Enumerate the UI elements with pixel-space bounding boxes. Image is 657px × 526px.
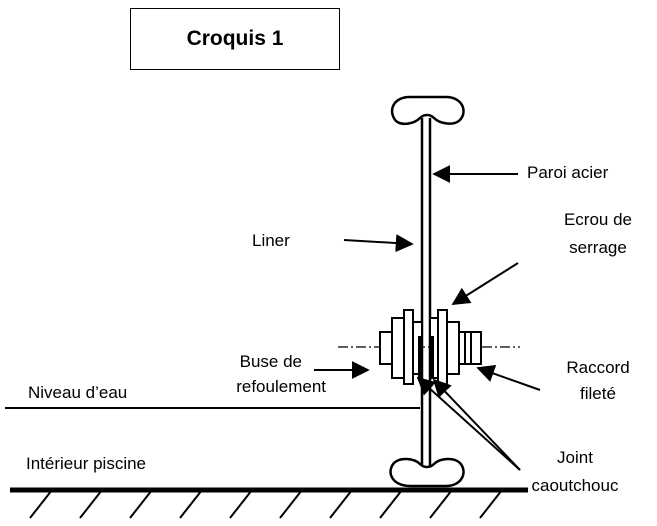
nozzle	[379, 309, 423, 385]
label-buse-refoulement: Buse de refoulement	[190, 351, 326, 398]
rubber-gaskets	[418, 336, 434, 378]
label-raccord-line1: Raccord	[566, 358, 630, 377]
steel-wall	[420, 118, 432, 466]
label-ecrou-line1: Ecrou de	[563, 210, 633, 229]
label-paroi-acier: Paroi acier	[527, 163, 609, 182]
arrow-liner	[343, 234, 414, 253]
arrow-joint-2	[432, 378, 521, 471]
nut	[429, 309, 460, 385]
label-buse-line1: Buse de	[190, 351, 326, 373]
top-rail	[390, 95, 465, 126]
label-liner: Liner	[252, 231, 290, 250]
label-niveau-eau: Niveau d’eau	[28, 383, 128, 402]
arrow-joint-1	[416, 376, 521, 471]
label-buse-line2: refoulement	[236, 377, 326, 396]
label-raccord-line2: fileté	[580, 384, 616, 403]
diagram-title: Croquis 1	[186, 27, 284, 50]
label-joint-line2: caoutchouc	[531, 476, 619, 495]
label-interieur-piscine: Intérieur piscine	[26, 454, 147, 473]
label-joint-caoutchouc: Joint caoutchouc	[515, 447, 635, 497]
threaded-fitting	[458, 331, 482, 365]
bottom-rail	[389, 457, 465, 488]
arrow-raccord	[476, 364, 541, 391]
label-ecrou-serrage: Ecrou de serrage	[540, 209, 656, 259]
label-joint-line1: Joint	[557, 448, 593, 467]
ground	[10, 487, 528, 519]
label-raccord-filete: Raccord fileté	[548, 357, 648, 405]
label-ecrou-line2: serrage	[569, 238, 627, 257]
arrow-ecrou	[451, 262, 519, 305]
leader-arrows	[314, 165, 541, 471]
title-box: Croquis 1	[130, 8, 340, 70]
label-buse-line1-text: Buse de	[239, 352, 302, 371]
